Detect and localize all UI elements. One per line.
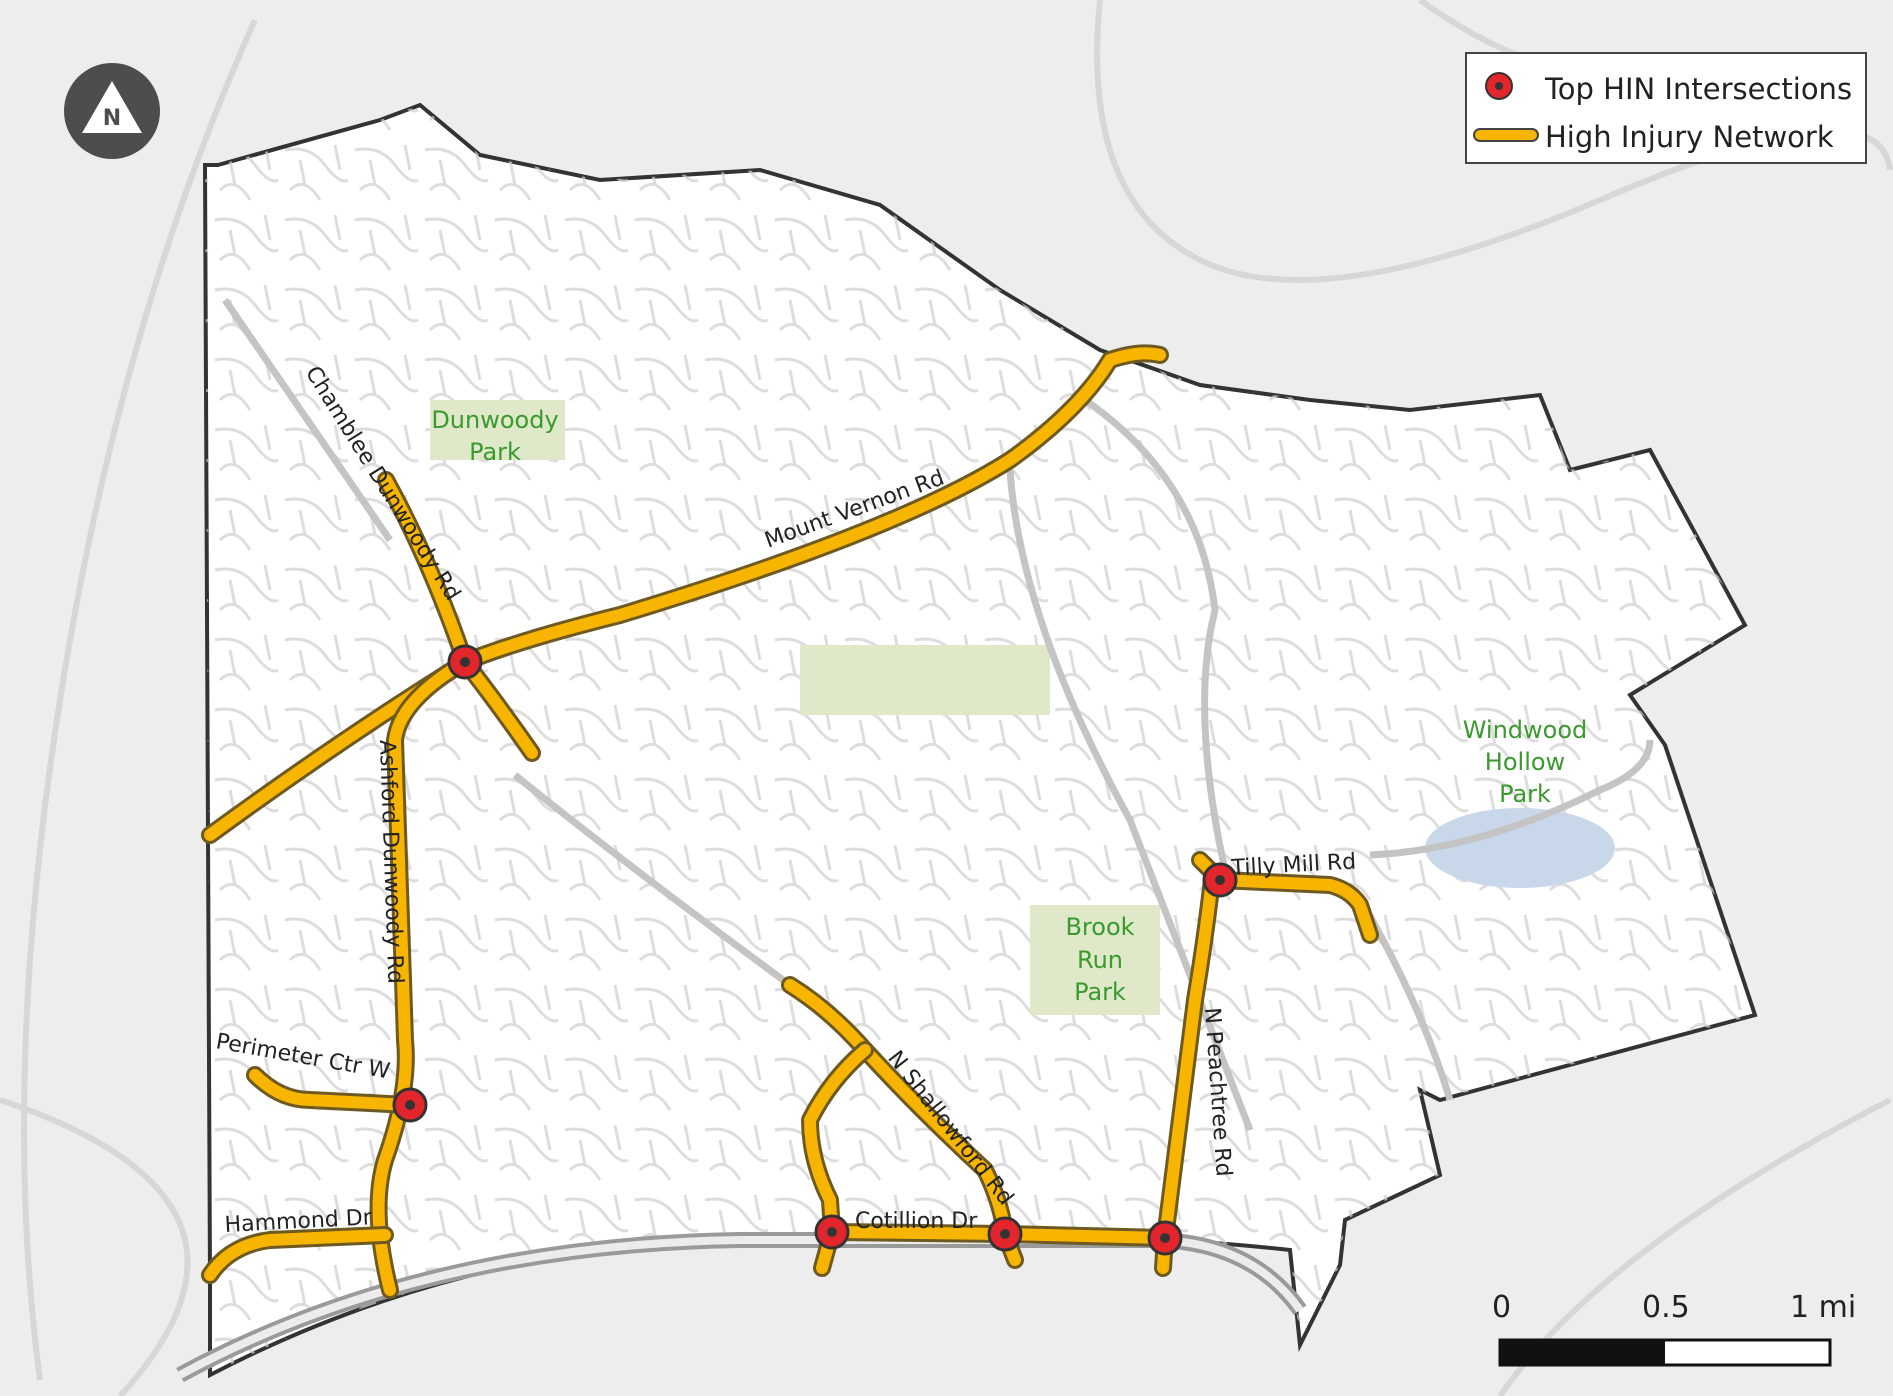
scale-label-0: 0 xyxy=(1492,1290,1512,1325)
intersection-ashford-perimeter xyxy=(392,1087,428,1123)
label-windwood-3: Park xyxy=(1499,780,1551,808)
label-dunwoody-park-2: Park xyxy=(469,438,521,466)
legend-row-network: High Injury Network xyxy=(1467,116,1865,156)
green-area-center xyxy=(800,645,1050,715)
north-arrow: N xyxy=(64,63,160,159)
legend-row-intersections: Top HIN Intersections xyxy=(1467,68,1865,108)
dunwoody-park-area xyxy=(430,400,565,460)
windwood-lake xyxy=(1425,808,1615,888)
north-label: N xyxy=(103,106,121,131)
hin-line-icon xyxy=(1473,128,1539,142)
label-brook-1: Brook xyxy=(1065,913,1134,941)
intersection-chamblee-mount-vernon xyxy=(447,644,483,680)
intersection-peachtree-cotillion xyxy=(1147,1220,1183,1256)
brook-run-park-area xyxy=(1030,905,1160,1015)
intersection-cotillion-west xyxy=(814,1214,850,1250)
label-brook-3: Park xyxy=(1074,978,1126,1006)
label-windwood-2: Hollow xyxy=(1485,748,1565,776)
scale-label-1mi: 1 mi xyxy=(1790,1290,1857,1325)
legend-label-network: High Injury Network xyxy=(1545,120,1834,154)
intersection-tilly-peachtree xyxy=(1202,862,1238,898)
intersection-icon xyxy=(1485,72,1513,100)
intersection-shallowford-cotillion xyxy=(987,1216,1023,1252)
secondary-roads xyxy=(222,298,1654,1132)
scale-label-half: 0.5 xyxy=(1642,1290,1690,1325)
intersections xyxy=(392,644,1238,1256)
residential-streets xyxy=(205,105,1755,1375)
label-cotillion: Cotillion Dr xyxy=(855,1209,978,1234)
park-labels: Dunwoody Park Brook Run Park Windwood Ho… xyxy=(431,406,1587,1006)
label-brook-2: Run xyxy=(1077,946,1123,974)
label-dunwoody-park-1: Dunwoody xyxy=(431,406,558,434)
scale-bar xyxy=(1498,1338,1832,1367)
legend: Top HIN Intersections High Injury Networ… xyxy=(1465,52,1867,164)
label-windwood-1: Windwood xyxy=(1463,716,1588,744)
legend-label-intersections: Top HIN Intersections xyxy=(1545,72,1853,106)
